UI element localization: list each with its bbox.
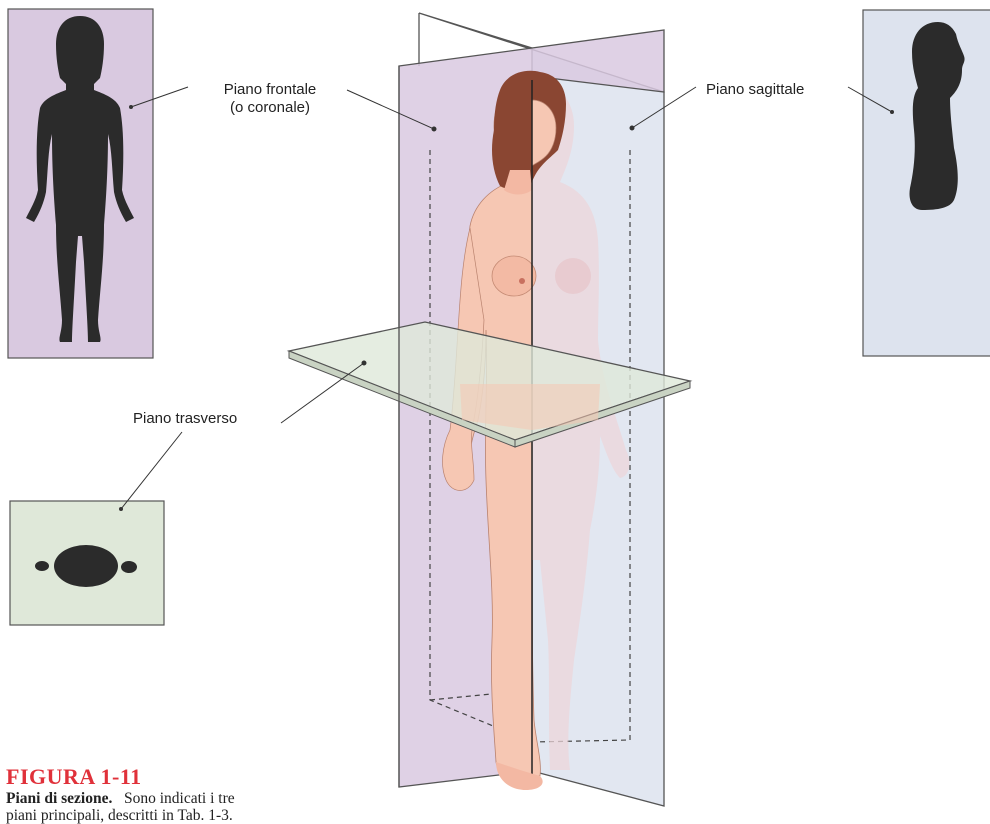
sagittal-inset-panel: [848, 10, 990, 356]
caption-line1: Sono indicati i tre: [124, 790, 235, 807]
transverse-label-leader: [281, 363, 364, 423]
sagittal-plane-label: Piano sagittale: [706, 81, 804, 99]
figure-number: FIGURA 1-11: [6, 766, 386, 788]
frontal-plane-label: Piano frontale (o coronale): [195, 81, 345, 117]
frontal-plane-label-line2: (o coronale): [195, 99, 345, 117]
figure-caption: FIGURA 1-11 Piani di sezione. Sono indic…: [6, 766, 386, 824]
transverse-inset-leader: [121, 432, 182, 509]
frontal-plane-label-line1: Piano frontale: [195, 81, 345, 99]
plane-assembly: [289, 13, 690, 806]
caption-line2: piani principali, descritti in Tab. 1-3.: [6, 807, 233, 824]
transverse-inset-panel: [10, 432, 182, 625]
transverse-plane-label: Piano trasverso: [133, 410, 237, 428]
caption-title: Piani di sezione.: [6, 790, 112, 807]
caption-text: Piani di sezione. Sono indicati i tre pi…: [6, 790, 386, 824]
frontal-inset-panel: [8, 9, 188, 358]
